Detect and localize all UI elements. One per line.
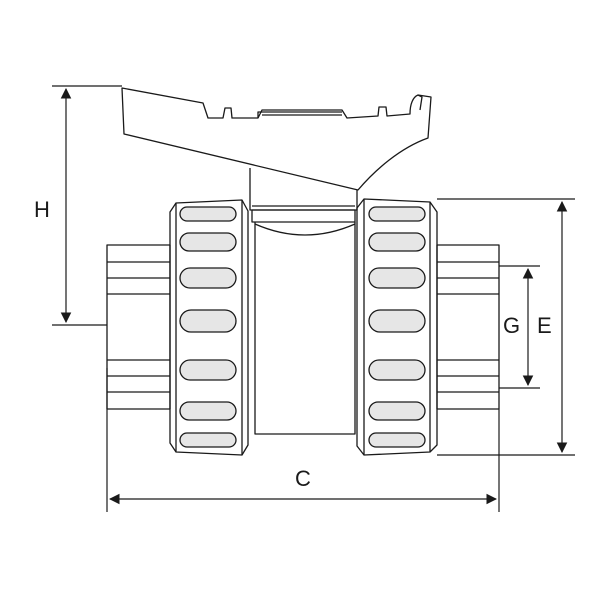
dimension-c [106,368,500,512]
grip-slot [179,401,237,421]
grip-slot [179,206,237,222]
grip-slot [368,359,426,381]
right-union-nut [356,198,438,456]
dimension-label-g: G [503,313,521,338]
grip-slot [179,232,237,252]
left-union-nut [169,199,249,456]
right-nut-grips [368,206,426,448]
dimension-label-c: C [295,466,311,491]
right-tailpiece [436,244,500,410]
grip-slot [368,232,426,252]
grip-slot [179,432,237,448]
grip-slot [179,267,237,289]
dimension-h [52,85,122,326]
dimension-e [437,198,575,456]
dimension-g [499,265,540,389]
valve-body [254,222,356,435]
dimension-label-e: E [537,313,552,338]
grip-slot [368,309,426,333]
left-nut-grips [179,206,237,448]
grip-slot [368,267,426,289]
left-tailpiece [106,244,171,410]
dimension-label-h: H [34,197,50,222]
grip-slot [368,206,426,222]
grip-slot [179,359,237,381]
valve-stem [249,168,358,223]
grip-slot [368,401,426,421]
actuator-plate [121,87,432,191]
grip-slot [368,432,426,448]
grip-slot [179,309,237,333]
